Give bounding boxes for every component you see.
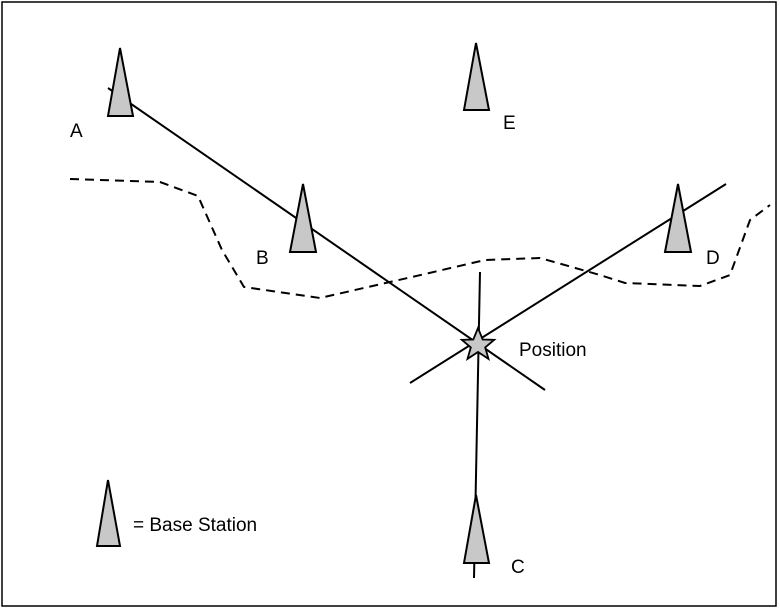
base-station-a-icon <box>106 47 135 117</box>
position-star-icon <box>459 325 497 361</box>
station-a-label: A <box>70 121 83 142</box>
station-b-label: B <box>256 248 269 269</box>
dashed-boundary <box>69 178 771 300</box>
position-label: Position <box>519 340 587 361</box>
station-e-label: E <box>503 113 516 134</box>
base-station-e-icon <box>462 42 491 111</box>
base-station-d-icon <box>663 183 693 253</box>
station-c-label: C <box>511 557 525 578</box>
base-station-c-icon <box>462 494 491 564</box>
base-station-b-icon <box>288 183 318 253</box>
legend-base-station-icon <box>95 479 122 547</box>
station-d-label: D <box>706 248 720 269</box>
legend-label: = Base Station <box>133 515 258 536</box>
